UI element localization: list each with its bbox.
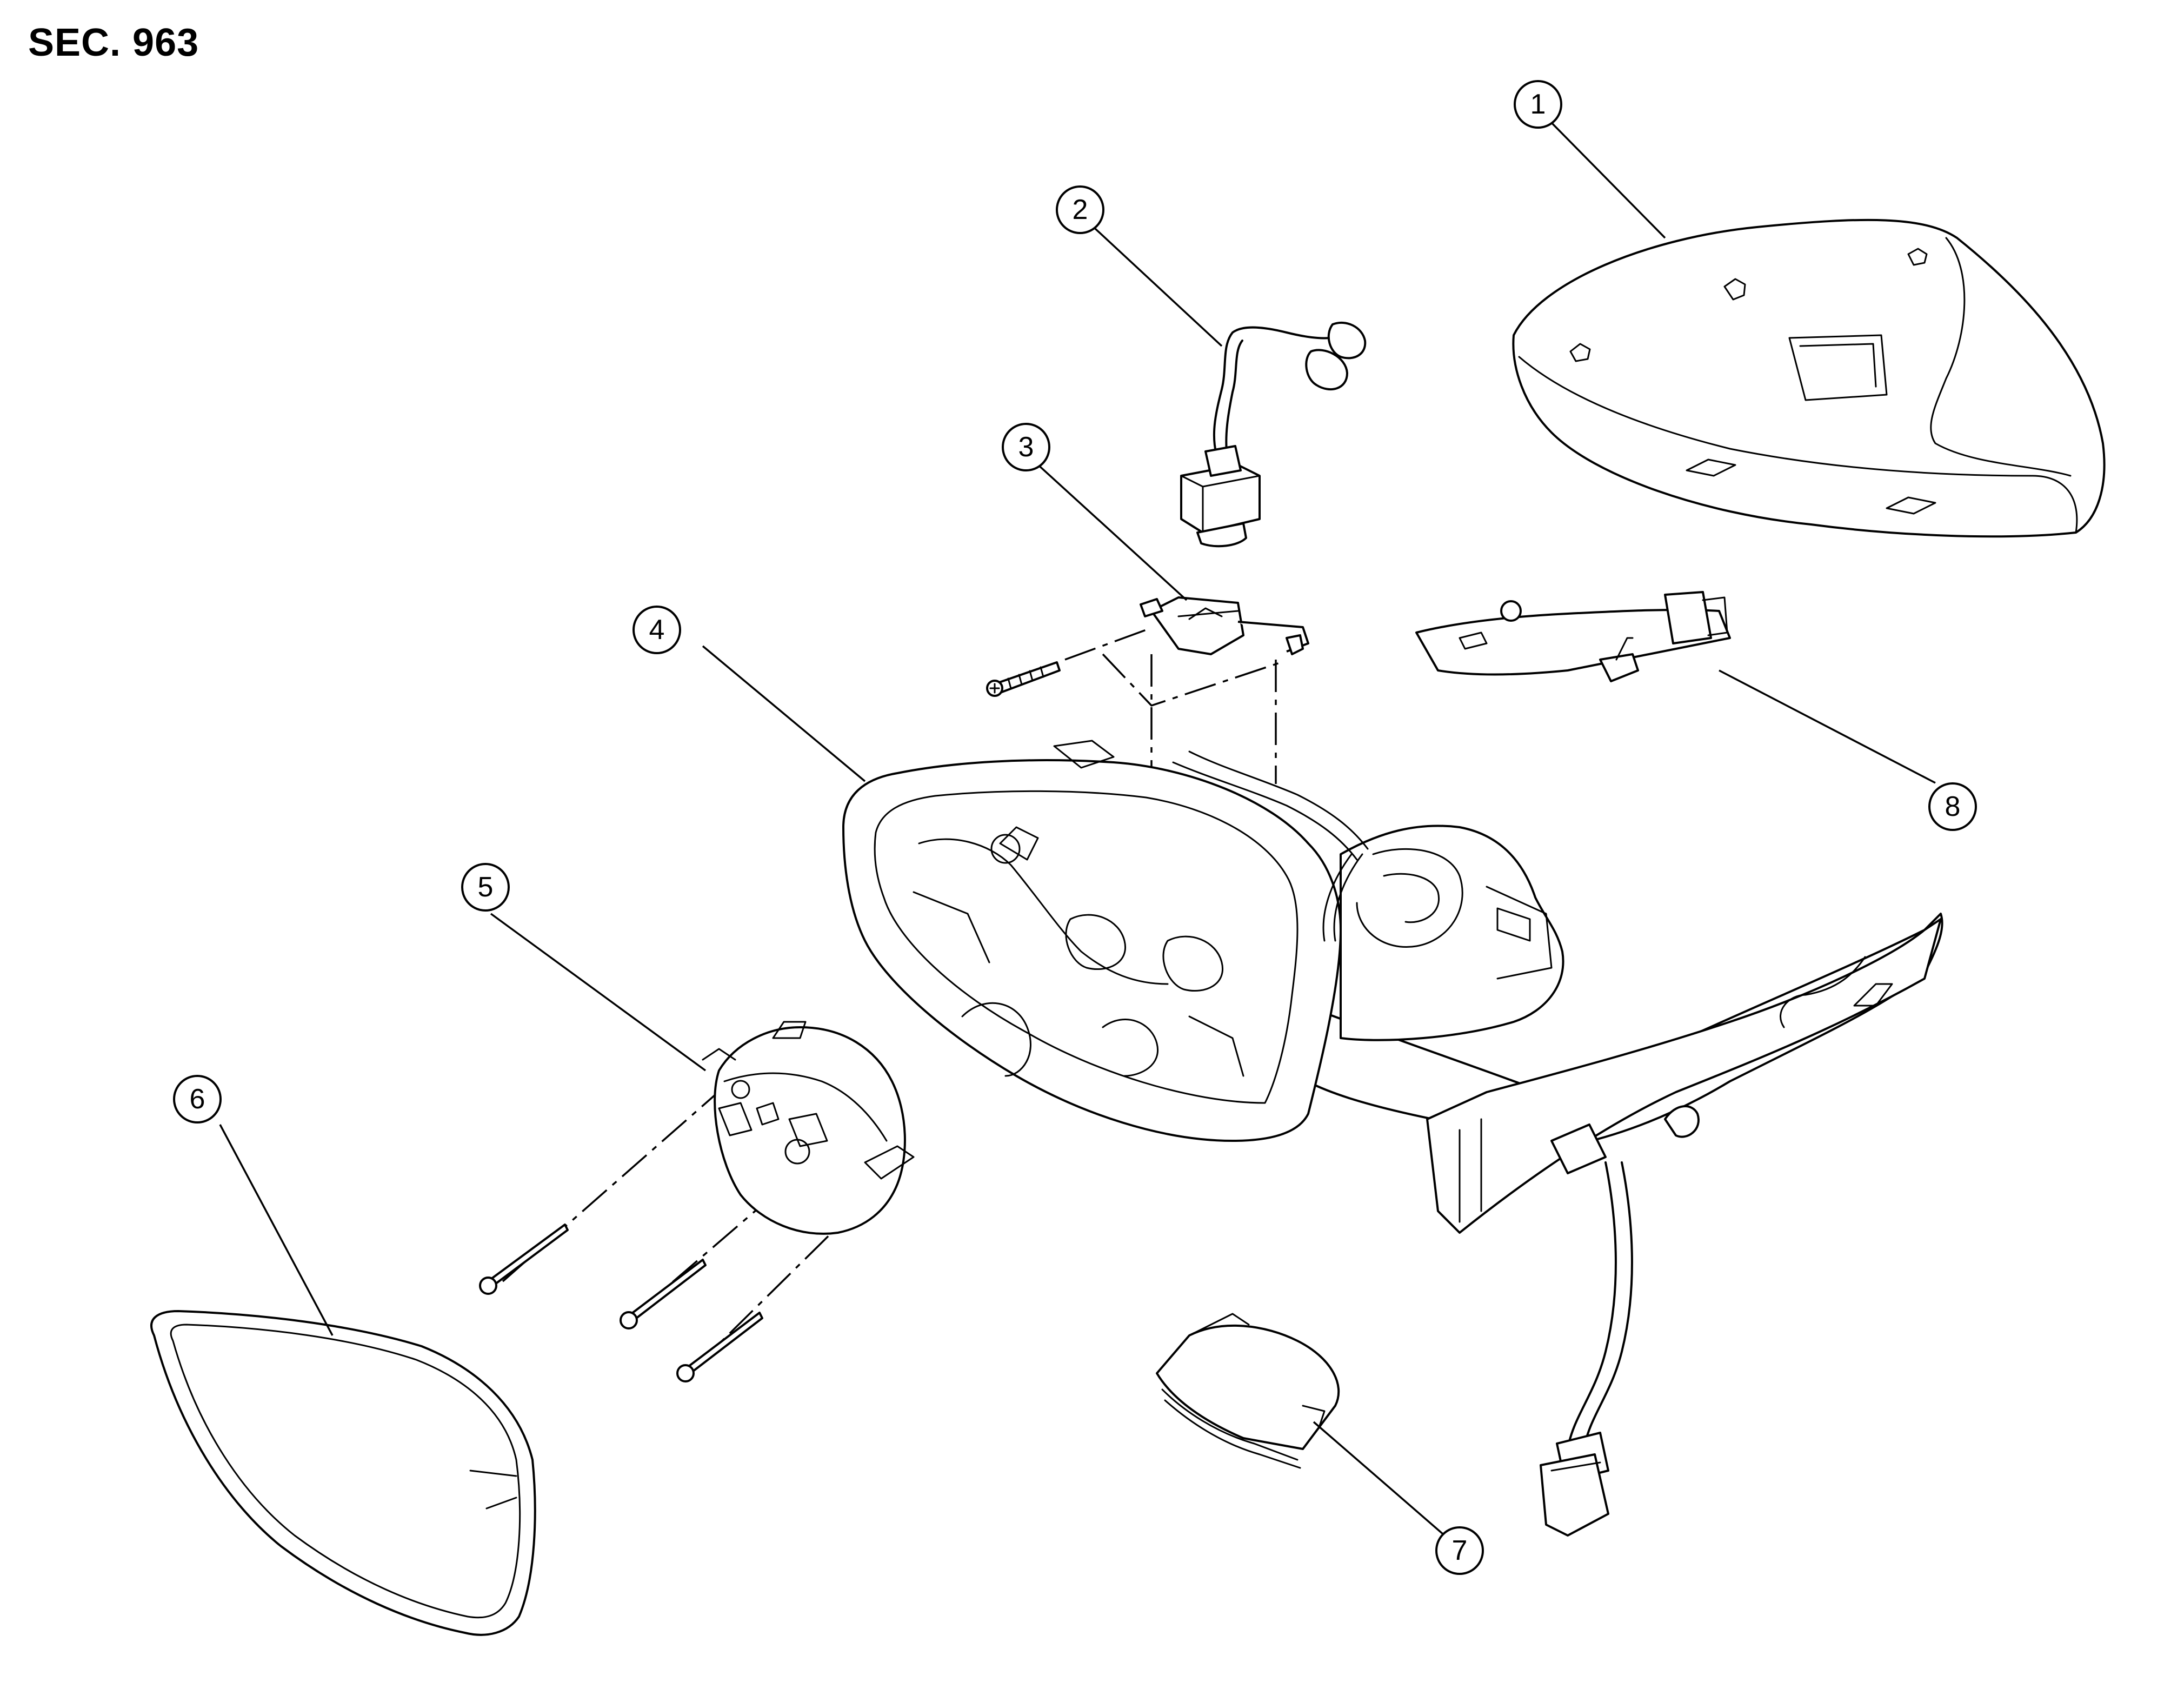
- callout-6-label: 6: [190, 1083, 205, 1115]
- part-7-cover: [1156, 1313, 1340, 1469]
- main-wiring-harness: [1540, 1105, 1700, 1537]
- part-1-mirror-cover: [1512, 218, 2106, 538]
- callout-7-label: 7: [1452, 1535, 1468, 1566]
- callout-1: 1: [1514, 80, 1562, 129]
- callout-7: 7: [1435, 1526, 1484, 1575]
- callout-4-label: 4: [649, 614, 665, 646]
- callout-5: 5: [461, 863, 510, 912]
- callout-6: 6: [173, 1075, 222, 1123]
- callout-8: 8: [1928, 782, 1977, 831]
- part-6-mirror-glass: [150, 1310, 536, 1636]
- callout-2-label: 2: [1073, 194, 1088, 225]
- callout-1-label: 1: [1530, 89, 1546, 120]
- section-label: SEC. 963: [28, 21, 199, 64]
- callout-3: 3: [1002, 423, 1050, 471]
- part-5-actuator: [479, 1021, 915, 1382]
- callout-4: 4: [632, 606, 681, 654]
- callout-5-label: 5: [478, 872, 494, 903]
- callout-3-label: 3: [1018, 431, 1034, 463]
- part-3-bracket: [986, 596, 1309, 697]
- part-2-harness: [1180, 321, 1367, 548]
- callout-2: 2: [1056, 185, 1104, 234]
- callout-8-label: 8: [1945, 791, 1961, 822]
- part-4-mirror-housing: [842, 740, 1943, 1234]
- part-8-side-lamp: [1415, 591, 1731, 682]
- leader-lines: [219, 122, 1936, 1535]
